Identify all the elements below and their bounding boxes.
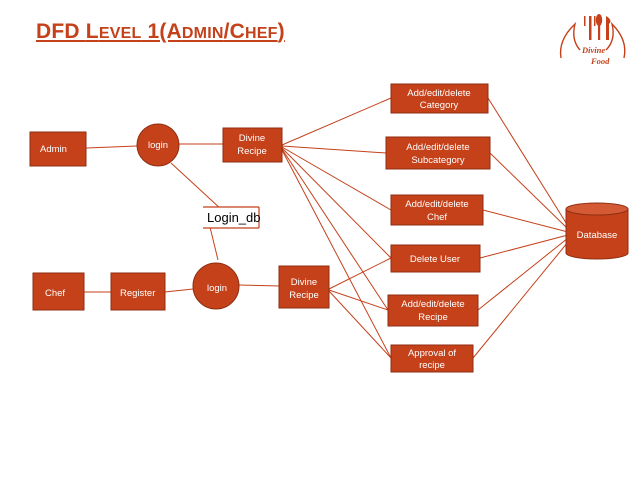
register-process: Register bbox=[110, 272, 166, 311]
op-delete-user-label: Delete User bbox=[410, 254, 460, 265]
op-recipe-label-2: Recipe bbox=[418, 312, 448, 323]
op-subcategory-label-1: Add/edit/delete bbox=[406, 142, 469, 153]
chef-entity: Chef bbox=[32, 272, 85, 311]
flow-recipe-delete-user bbox=[281, 147, 392, 259]
op-chef-label-2: Chef bbox=[427, 212, 447, 223]
op-recipe-label-1: Add/edit/delete bbox=[401, 299, 464, 310]
admin-recipe-label-2: Recipe bbox=[237, 146, 267, 157]
admin-recipe-box bbox=[222, 127, 283, 163]
flow-recipe-recipe bbox=[281, 148, 389, 311]
admin-divine-recipe: Divine Recipe bbox=[222, 127, 283, 163]
chef-login-process: login bbox=[192, 262, 240, 310]
flow-recipe2-recipe bbox=[328, 289, 389, 311]
op-approval-label-1: Approval of bbox=[408, 348, 456, 359]
flow-recipe2-approval bbox=[328, 290, 392, 359]
op-approval-label-2: recipe bbox=[419, 360, 445, 371]
flow-login-recipe-2 bbox=[237, 284, 280, 287]
op-chef-label-1: Add/edit/delete bbox=[405, 199, 468, 210]
op-category-label-2: Category bbox=[420, 100, 459, 111]
divine-food-logo: Divine Food bbox=[559, 14, 626, 66]
flow-subcategory-db bbox=[489, 152, 569, 230]
chef-recipe-label-2: Recipe bbox=[289, 290, 319, 301]
op-chef: Add/edit/delete Chef bbox=[390, 194, 484, 226]
data-flows bbox=[84, 97, 569, 359]
flow-recipe2-delete-user bbox=[328, 257, 392, 290]
page-title: DFD LEVEL 1(ADMIN/CHEF) bbox=[36, 20, 285, 44]
op-category-label-1: Add/edit/delete bbox=[407, 88, 470, 99]
admin-entity: Admin bbox=[29, 131, 87, 167]
login-db-store: Login_db bbox=[203, 206, 261, 229]
admin-login-circle bbox=[136, 123, 180, 167]
title-part-3: EVEL bbox=[98, 25, 142, 42]
op-approval-box bbox=[390, 344, 474, 373]
logo-spoon-icon bbox=[595, 14, 603, 26]
op-delete-user-box bbox=[390, 244, 481, 273]
op-category-box bbox=[390, 83, 489, 114]
chef-label: Chef bbox=[45, 288, 65, 299]
op-recipe-box bbox=[387, 294, 479, 327]
flow-recipe-chef bbox=[281, 146, 392, 211]
logo-swirl-left bbox=[559, 21, 581, 59]
chef-divine-recipe: Divine Recipe bbox=[278, 265, 330, 309]
op-category: Add/edit/delete Category bbox=[390, 83, 489, 114]
op-chef-box bbox=[390, 194, 484, 226]
flow-recipe-approval bbox=[281, 149, 392, 359]
register-box bbox=[110, 272, 166, 311]
admin-login-label: login bbox=[148, 140, 168, 151]
flow-recipe-db bbox=[477, 237, 569, 311]
chef-recipe-label-1: Divine bbox=[291, 277, 317, 288]
chef-login-label: login bbox=[207, 283, 227, 294]
flow-register-login bbox=[164, 288, 194, 293]
title-part-8: ) bbox=[277, 20, 285, 43]
flow-admin-login bbox=[85, 145, 138, 149]
op-recipe: Add/edit/delete Recipe bbox=[387, 294, 479, 327]
flow-admin-login-db bbox=[170, 162, 223, 211]
logo-fork-icon bbox=[589, 16, 592, 40]
chef-recipe-box bbox=[278, 265, 330, 309]
op-subcategory: Add/edit/delete Subcategory bbox=[385, 136, 491, 170]
title-part-5: DMIN bbox=[181, 25, 224, 42]
title-part-2: L bbox=[85, 20, 99, 43]
admin-box bbox=[29, 131, 87, 167]
op-approval: Approval of recipe bbox=[390, 344, 474, 373]
title-part-4: 1(A bbox=[141, 20, 182, 43]
flow-recipe-category bbox=[281, 97, 392, 146]
logo-text-line-2: Food bbox=[590, 56, 610, 66]
logo-fork-tine-2 bbox=[594, 16, 596, 26]
title-part-1: DFD bbox=[36, 20, 86, 43]
title-part-6: /C bbox=[223, 20, 245, 43]
chef-box bbox=[32, 272, 85, 311]
logo-fork-tine-1 bbox=[584, 16, 586, 26]
op-subcategory-box bbox=[385, 136, 491, 170]
logo-spoon-handle bbox=[598, 24, 601, 40]
admin-login-process: login bbox=[136, 123, 180, 167]
flow-chef-db bbox=[482, 209, 569, 233]
flow-recipe-subcategory bbox=[281, 145, 387, 154]
database-store: Database bbox=[565, 202, 629, 260]
op-delete-user: Delete User bbox=[390, 244, 481, 273]
title-part-7: HEF bbox=[245, 25, 278, 42]
database-label: Database bbox=[577, 230, 618, 241]
flow-category-db bbox=[487, 97, 569, 227]
admin-recipe-label-1: Divine bbox=[239, 133, 265, 144]
database-body bbox=[565, 209, 629, 260]
login-db-label: Login_db bbox=[207, 210, 261, 225]
admin-label: Admin bbox=[40, 144, 67, 155]
logo-text-line-1: Divine bbox=[581, 45, 605, 55]
flow-approval-db bbox=[472, 241, 569, 359]
op-subcategory-label-2: Subcategory bbox=[411, 155, 465, 166]
register-label: Register bbox=[120, 288, 155, 299]
flow-delete-user-db bbox=[479, 234, 569, 259]
chef-login-circle bbox=[192, 262, 240, 310]
database-top bbox=[565, 202, 629, 216]
logo-swirl-right bbox=[605, 21, 626, 59]
logo-knife-icon bbox=[606, 16, 611, 40]
flow-chef-login-db bbox=[209, 226, 219, 261]
login-db-box bbox=[203, 207, 259, 228]
